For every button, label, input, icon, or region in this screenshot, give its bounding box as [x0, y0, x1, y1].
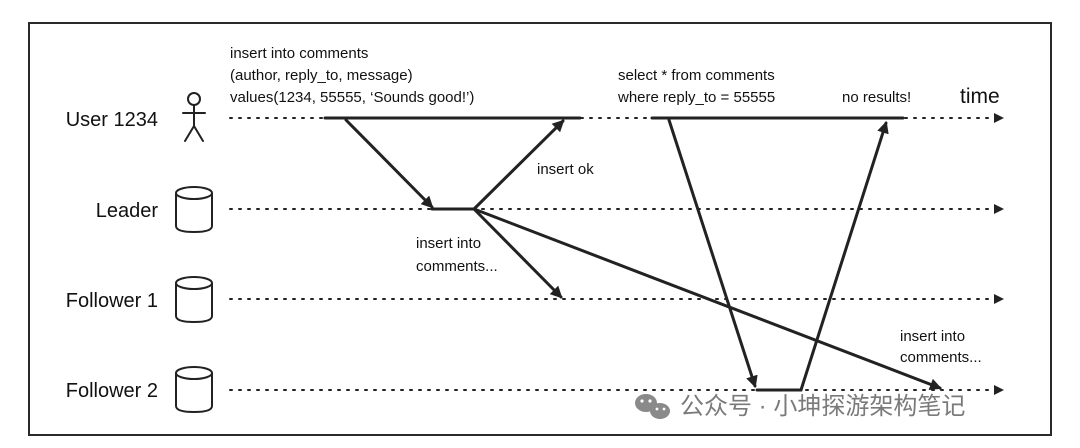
insert-ok-arrow: [472, 119, 565, 211]
insert-request-line-1: insert into comments: [230, 45, 368, 62]
select-request-line-2: where reply_to = 55555: [617, 89, 775, 106]
select-request-line-1: select * from comments: [618, 67, 775, 84]
no-results-arrow: [799, 121, 889, 392]
insert-request-line-3: values(1234, 55555, ‘Sounds good!’): [230, 89, 474, 106]
lane-label-leader: Leader: [96, 200, 159, 222]
lane-label-follower-2: Follower 2: [66, 380, 158, 402]
watermark-text: 公众号 · 小坤探游架构笔记: [680, 393, 965, 420]
timeline-arrow-icon: [994, 204, 1004, 214]
stick-figure-icon: [182, 92, 206, 142]
time-axis-label: time: [960, 85, 1000, 108]
no-results-label: no results!: [842, 89, 911, 106]
diagram-frame: [28, 22, 1052, 436]
database-icon: [175, 186, 213, 234]
database-icon: [175, 276, 213, 324]
write-request-arrow: [344, 118, 434, 209]
replication-follower-2-line-2: comments...: [900, 349, 982, 366]
timeline-arrow-icon: [994, 294, 1004, 304]
lane-label-user-1234: User 1234: [66, 109, 158, 131]
replication-follower-2-arrow: [472, 207, 942, 391]
lane-label-follower-1: Follower 1: [66, 290, 158, 312]
timeline-arrow-icon: [994, 385, 1004, 395]
replication-follower-1-arrow: [472, 207, 563, 299]
timeline-arrow-icon: [994, 113, 1004, 123]
replication-follower-2-line-1: insert into: [900, 328, 965, 345]
insert-request-line-2: (author, reply_to, message): [230, 67, 413, 84]
replication-follower-1-line-1: insert into: [416, 235, 481, 252]
wechat-icon: [635, 394, 670, 419]
read-request-arrow: [667, 118, 758, 388]
replication-follower-1-line-2: comments...: [416, 258, 498, 275]
watermark: 公众号 · 小坤探游架构笔记: [635, 393, 965, 420]
insert-ok-label: insert ok: [537, 161, 594, 178]
database-icon: [175, 366, 213, 414]
